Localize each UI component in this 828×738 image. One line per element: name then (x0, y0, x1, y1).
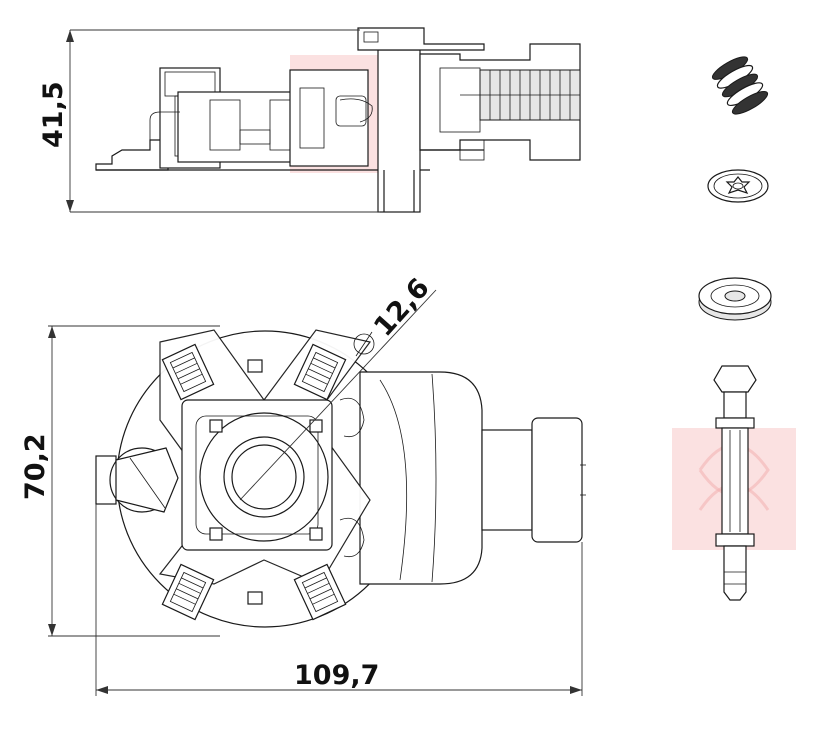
connector-pad-top-right (293, 343, 347, 401)
rubber-seal-part (698, 277, 772, 321)
connector-pad-bottom-right (293, 563, 347, 621)
diameter-dimension-label: 12,6 (368, 272, 436, 342)
valve-stem-part (672, 365, 796, 601)
spring-part (711, 56, 769, 115)
height-dimension-label: 41,5 (38, 81, 69, 148)
length-dimension: 109,7 (95, 504, 583, 696)
top-view: 12,6 70,2 109,7 (20, 272, 586, 696)
side-view: 41,5 (38, 27, 581, 213)
width-dimension: 70,2 (20, 325, 220, 637)
star-washer-part (707, 169, 769, 203)
length-dimension-label: 109,7 (294, 660, 379, 691)
connector-pad-top-left (161, 343, 215, 401)
height-dimension: 41,5 (38, 29, 380, 213)
width-dimension-label: 70,2 (20, 433, 51, 500)
connector-pad-bottom-left (161, 563, 215, 621)
